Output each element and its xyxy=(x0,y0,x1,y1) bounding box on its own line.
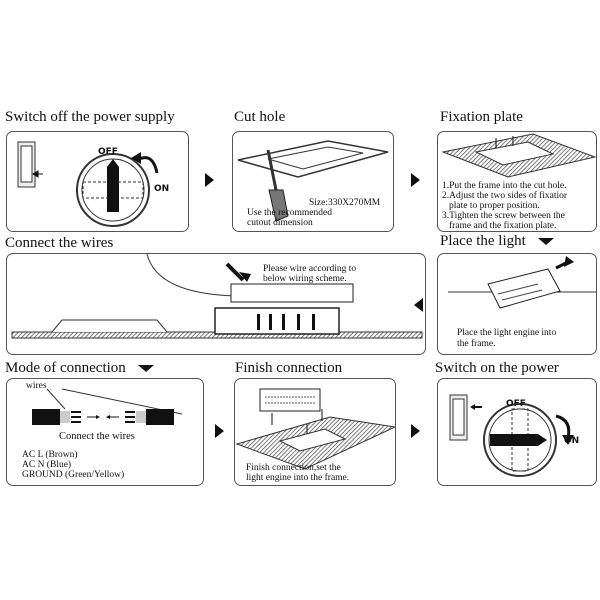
cutout-size: Size:330X270MM xyxy=(309,198,381,208)
panel-cut-hole: Size:330X270MM Use the recommended cutou… xyxy=(232,131,394,232)
switch-off-illustration xyxy=(17,141,159,227)
panel-switch-off: OFF ON xyxy=(6,131,189,232)
panel-fixation-plate: 1.Put the frame into the cut hole. 2.Adj… xyxy=(437,131,597,232)
fixation-step-2b: plate to proper position. xyxy=(449,201,540,211)
step-title-fixation-plate: Fixation plate xyxy=(440,109,523,125)
place-light-label: Place the light xyxy=(440,233,526,249)
fixation-step-3b: frame and the fixation plate. xyxy=(449,221,557,231)
panel-place-light: Place the light engine into the frame. xyxy=(437,253,597,355)
cutout-note-1: Use the recommended xyxy=(247,208,332,218)
fixation-step-3: 3.Tighten the screw between the xyxy=(442,211,565,221)
down-arrow-icon xyxy=(537,238,554,246)
cutout-note-2: cutout dimension xyxy=(247,218,313,228)
next-arrow-icon xyxy=(205,173,214,187)
wiring-note-2: below wiring scheme. xyxy=(263,274,347,284)
on-label: ON xyxy=(564,436,580,446)
wiring-illustration xyxy=(11,254,423,339)
place-light-note-2: the frame. xyxy=(457,339,496,349)
step-title-switch-on: Switch on the power xyxy=(435,360,559,376)
connect-wires-caption: Connect the wires xyxy=(59,431,135,442)
step-title-mode-of-connection: Mode of connection xyxy=(5,360,154,377)
off-label: OFF xyxy=(98,147,118,157)
next-arrow-icon xyxy=(411,424,420,438)
wires-label: wires xyxy=(26,381,47,391)
wire-ac-l: AC L (Brown) xyxy=(22,450,78,460)
fixation-step-2: 2.Adjust the two sides of fixatior xyxy=(442,191,568,201)
fixation-plate-illustration xyxy=(441,133,596,178)
down-arrow-icon xyxy=(137,365,154,373)
on-label: ON xyxy=(154,184,170,194)
step-title-place-light: Place the light xyxy=(440,233,554,250)
step-title-finish-connection: Finish connection xyxy=(235,360,343,376)
prev-arrow-icon xyxy=(414,298,423,312)
step-title-connect-wires: Connect the wires xyxy=(5,235,114,251)
place-light-illustration xyxy=(448,256,596,309)
panel-finish-connection: Finish connection,set the light engine i… xyxy=(234,378,396,486)
switch-on-illustration xyxy=(449,394,574,477)
step-title-switch-off: Switch off the power supply xyxy=(5,109,175,125)
next-arrow-icon xyxy=(411,173,420,187)
finish-note-2: light engine into the frame. xyxy=(246,473,350,483)
finish-connection-illustration xyxy=(235,388,395,470)
finish-note-1: Finish connection,set the xyxy=(246,463,341,473)
next-arrow-icon xyxy=(215,424,224,438)
mode-label: Mode of connection xyxy=(5,360,126,376)
wire-connection-illustration xyxy=(32,388,183,425)
panel-connect-wires: Please wire according to below wiring sc… xyxy=(6,253,426,355)
place-light-note-1: Place the light engine into xyxy=(457,328,557,338)
wire-ground: GROUND (Green/Yellow) xyxy=(22,470,125,480)
fixation-step-1: 1.Put the frame into the cut hole. xyxy=(442,181,567,191)
panel-mode-of-connection: wires Connect the wires AC L (Brown) AC … xyxy=(6,378,204,486)
panel-switch-on: OFF ON xyxy=(437,378,597,486)
wiring-note-1: Please wire according to xyxy=(263,264,357,274)
ceiling-saw-illustration xyxy=(237,140,389,222)
wire-ac-n: AC N (Blue) xyxy=(22,460,72,470)
off-label: OFF xyxy=(506,399,526,409)
step-title-cut-hole: Cut hole xyxy=(234,109,286,125)
